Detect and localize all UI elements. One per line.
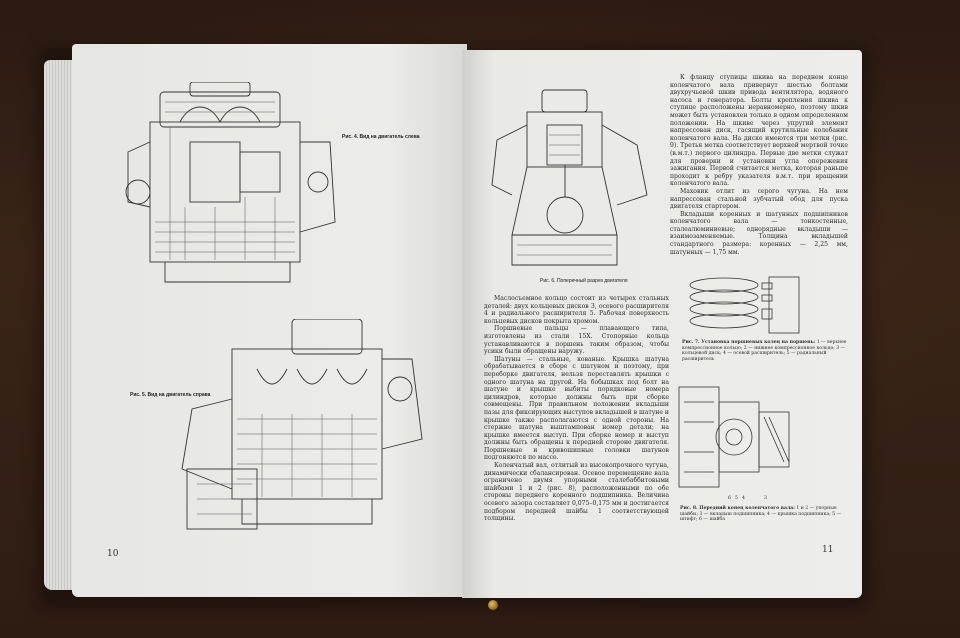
fig7-caption-block: Рис. 7. Установка поршневых колец на пор… xyxy=(682,340,852,362)
fig8-label-6: 6 xyxy=(728,496,731,501)
fig6-caption: Рис. 6. Поперечный разрез двигателя xyxy=(540,278,628,284)
paragraph: Поршневые пальцы — плавающего типа, изго… xyxy=(484,325,669,356)
crankshaft-front-end-drawing xyxy=(678,386,790,488)
engine-cross-section-drawing xyxy=(491,89,648,266)
page-number-right: 11 xyxy=(822,545,834,555)
paragraph: Маховик отлит из серого чугуна. На нем н… xyxy=(670,187,848,211)
fig4-caption: Рис. 4. Вид на двигатель слева xyxy=(342,134,420,140)
page-stack-edge xyxy=(44,60,76,590)
engine-left-view-drawing xyxy=(125,82,336,283)
engine-right-view-drawing xyxy=(181,319,423,530)
body-column-left: Маслосъемное кольцо состоит из четырех с… xyxy=(484,295,669,523)
body-column-right: К фланцу ступицы шкива на переднем конце… xyxy=(670,74,848,256)
fig8-label-3: 3 xyxy=(764,496,767,501)
piston-rings-drawing xyxy=(689,276,800,334)
paragraph: К фланцу ступицы шкива на переднем конце… xyxy=(670,74,848,188)
paragraph: Коленчатый вал, отлитый из высокопрочног… xyxy=(484,462,669,523)
fig8-label-5: 5 xyxy=(735,496,738,501)
page-number-left: 10 xyxy=(107,549,119,559)
fig8-label-4: 4 xyxy=(742,496,745,501)
brass-tack xyxy=(488,600,498,610)
fig8-caption: Рис. 8. Передний конец коленчатого вала: xyxy=(680,506,795,511)
fig8-caption-block: Рис. 8. Передний конец коленчатого вала:… xyxy=(680,506,848,523)
right-page: Рис. 6. Поперечный разрез двигателя Масл… xyxy=(462,50,862,598)
fig7-legend: 1 — верхнее компрессионное кольцо; 2 — н… xyxy=(682,340,847,362)
paragraph: Шатуны — стальные, кованые. Крышка шатун… xyxy=(484,355,669,462)
left-page: Рис. 4. Вид на двигатель слева Рис. 5. В… xyxy=(72,44,467,597)
fig7-caption: Рис. 7. Установка поршневых колец на пор… xyxy=(682,340,816,345)
fig5-caption: Рис. 5. Вид на двигатель справа xyxy=(130,392,211,398)
fig8-legend: 1 и 2 — упорные шайбы; 3 — вкладыш подши… xyxy=(680,506,842,523)
paragraph: Вкладыши коренных и шатунных подшипников… xyxy=(670,210,848,256)
paragraph: Маслосъемное кольцо состоит из четырех с… xyxy=(484,295,669,325)
